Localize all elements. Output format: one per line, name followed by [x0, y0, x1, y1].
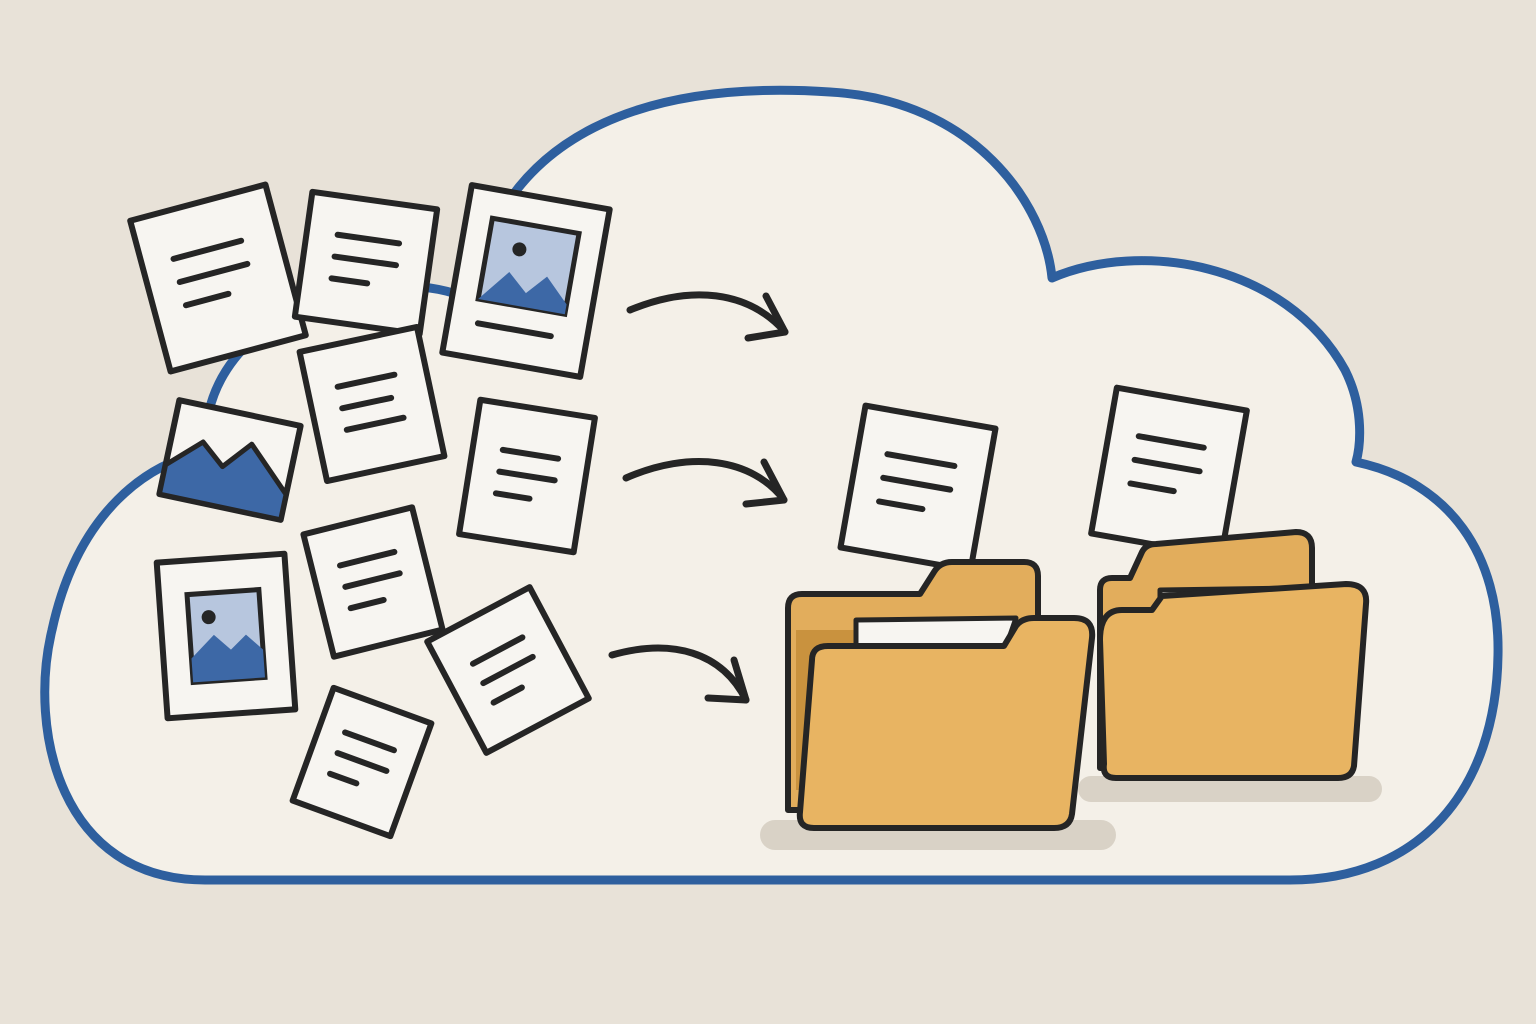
image-document-icon: [157, 554, 296, 719]
document-icon: [300, 327, 445, 481]
document-icon: [295, 192, 437, 334]
document-icon: [130, 185, 306, 372]
document-icon: [459, 400, 595, 552]
document-icon: [841, 406, 996, 571]
image-document-icon: [442, 185, 609, 377]
document-icon: [1091, 388, 1247, 557]
